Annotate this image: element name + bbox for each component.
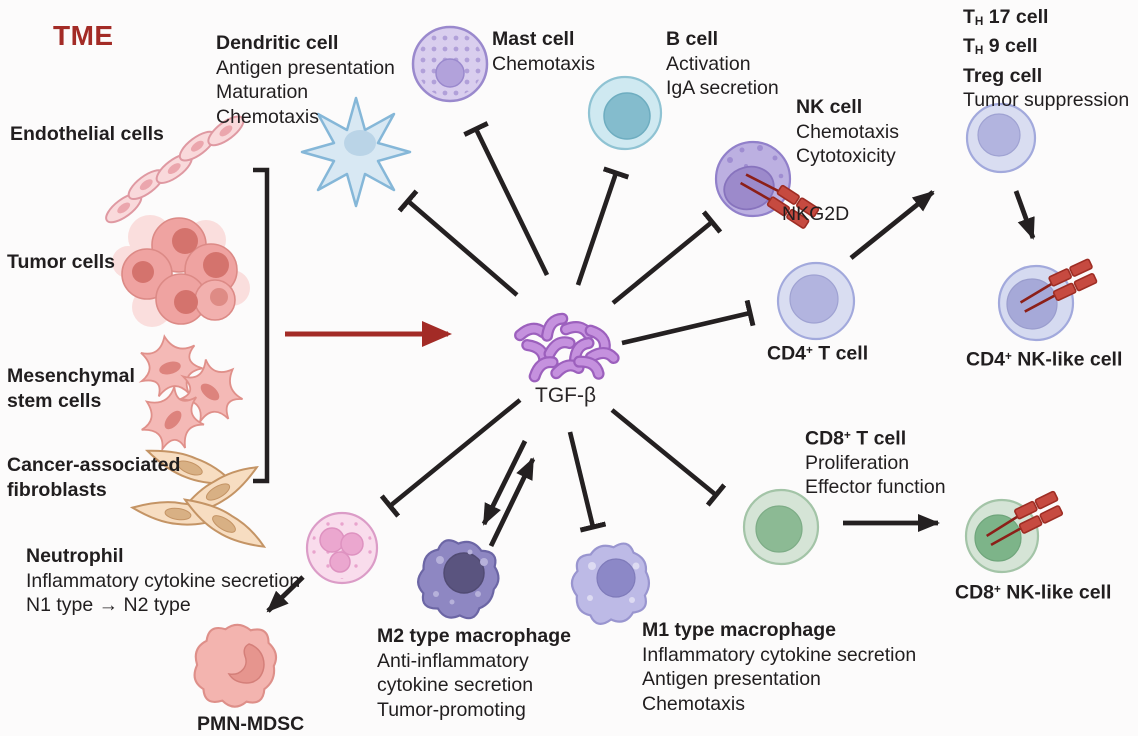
dendritic-cell-label: Dendritic cell Antigen presentation Matu…: [216, 32, 395, 128]
cd4-t-cell-label: CD4+ T cell: [767, 342, 869, 365]
inhibition-b-cell: [575, 166, 630, 286]
mast-cell-illustration: [411, 25, 489, 103]
inhibition-cd4: [621, 299, 756, 346]
inhibition-mast: [463, 121, 550, 277]
nkg2d-label: NKG2D: [782, 203, 850, 225]
pmn-mdsc-label: PMN-MDSC: [197, 713, 305, 735]
inhibition-lines: [379, 121, 756, 533]
cd8-t-cell-illustration: [742, 488, 820, 566]
b-cell-label: B cell Activation IgA secretion: [666, 28, 779, 99]
arrow-neutrophil-to-pmn: [266, 575, 305, 613]
m2-macrophage-illustration: [409, 530, 508, 629]
tumor-cells-label: Tumor cells: [7, 251, 116, 273]
tgfb-label: TGF-β: [535, 384, 597, 407]
inhibition-neutrophil: [379, 398, 522, 518]
bracket-left-sources: [253, 167, 270, 484]
arrow-m2-to-tgfb: [488, 457, 536, 548]
cancer-associated-fibroblasts-label: Cancer-associated fibroblasts: [7, 454, 181, 501]
m2-macrophage-label: M2 type macrophage Anti-inflammatory cyt…: [377, 625, 571, 721]
nk-cell-label: NK cell Chemotaxis Cytotoxicity: [796, 96, 899, 167]
mesenchymal-stem-cells-label: Mesenchymal stem cells: [7, 365, 135, 412]
m1-macrophage-illustration: [560, 532, 663, 636]
mesenchymal-stem-cells-illustration: [128, 330, 257, 462]
tme-title: TME: [53, 20, 114, 51]
th-cells-label: TH 17 cell TH 9 cell Treg cell Tumor sup…: [963, 6, 1130, 111]
pmn-mdsc-illustration: [193, 623, 278, 708]
inhibition-dendritic: [397, 189, 519, 297]
inhibition-m1: [567, 431, 607, 533]
mast-cell-label: Mast cell Chemotaxis: [492, 28, 595, 75]
cancer-associated-fibroblasts-illustration: [130, 439, 270, 558]
b-cell-illustration: [587, 75, 663, 151]
neutrophil-illustration: [305, 511, 379, 585]
m1-macrophage-label: M1 type macrophage Inflammatory cytokine…: [642, 619, 917, 715]
tgfb-molecules-illustration: [520, 318, 614, 379]
arrow-th-to-cd4nk: [1013, 190, 1036, 240]
activation-arrows: [266, 190, 1036, 613]
cd8-nk-like-cell-illustration: [964, 489, 1067, 574]
endothelial-cells-label: Endothelial cells: [10, 123, 164, 145]
cd8-nk-like-cell-label: CD8+ NK-like cell: [955, 581, 1112, 604]
endothelial-cells-illustration: [105, 115, 245, 224]
cd4-t-cell-illustration: [776, 261, 856, 341]
cd4-nk-like-cell-label: CD4+ NK-like cell: [966, 348, 1123, 371]
inhibition-cd8: [610, 408, 727, 507]
cd8-t-cell-label: CD8+ T cell Proliferation Effector funct…: [805, 427, 946, 499]
inhibition-nk: [611, 210, 723, 305]
tumor-cells-illustration: [112, 215, 250, 327]
nk-cell-illustration: [714, 140, 821, 232]
th-cell-illustration: [965, 102, 1037, 174]
dendritic-cell-illustration: [300, 96, 412, 208]
cd4-nk-like-cell-illustration: [997, 257, 1101, 342]
neutrophil-label: Neutrophil Inflammatory cytokine secreti…: [26, 545, 301, 616]
arrow-cd4-to-th: [849, 190, 935, 260]
arrow-tgfb-to-m2: [481, 439, 528, 526]
